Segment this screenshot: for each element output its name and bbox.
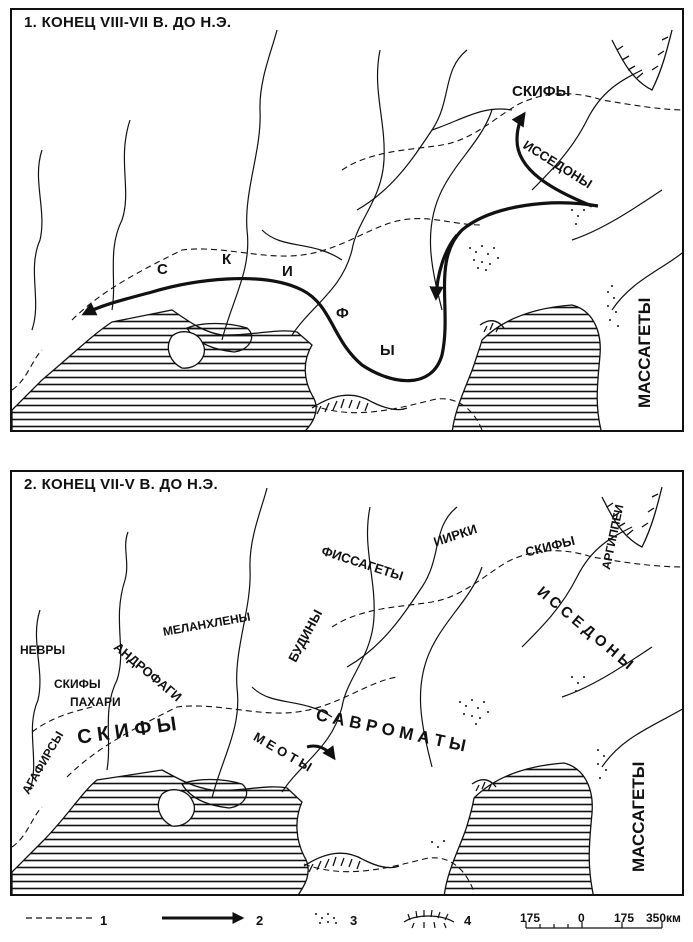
- boundaries-1: [12, 93, 682, 430]
- label-skify-west: СКИФЫ: [54, 677, 101, 691]
- crimea-1: [167, 331, 206, 369]
- legend-dots-icon: [315, 913, 337, 924]
- azov-sea-1: [186, 322, 253, 353]
- legend-item-migration: 2: [160, 906, 270, 932]
- label-y-1: Ы: [380, 342, 395, 359]
- migration-arrow-2: [306, 744, 336, 761]
- black-sea-2: [12, 769, 309, 894]
- arrow-west-1: [81, 201, 599, 383]
- map-1-title: 1. КОНЕЦ VIII-VII В. ДО Н.Э.: [20, 14, 236, 31]
- scale-label-2: 175: [614, 911, 635, 925]
- legend-arrow-icon: [162, 912, 245, 924]
- label-f-1: Ф: [336, 305, 349, 322]
- map-panel-1: 1. КОНЕЦ VIII-VII В. ДО Н.Э. СКИФЫ ИССЕД…: [10, 8, 684, 432]
- sands-2: [431, 676, 607, 848]
- legend-label-2: 2: [256, 913, 264, 928]
- map-2-title: 2. КОНЕЦ VII-V В. ДО Н.Э.: [20, 476, 222, 493]
- label-k-1: К: [222, 251, 232, 268]
- scale-label-3: 350км: [646, 911, 681, 925]
- scale-label-0: 175: [520, 911, 541, 925]
- boundaries-2: [12, 550, 682, 893]
- legend-label-3: 3: [350, 913, 358, 928]
- arrow-south-1: [429, 233, 459, 301]
- legend-item-sands: 3: [310, 906, 370, 932]
- caspian-sea-2: [443, 762, 594, 894]
- legend-item-boundary: 1: [24, 906, 108, 932]
- map-panel-2: 2. КОНЕЦ VII-V В. ДО Н.Э. АРГИППЕИ ИИРКИ…: [10, 470, 684, 896]
- scale-bar: 175 0 175 350км: [520, 906, 681, 932]
- label-nevry: НЕВРЫ: [20, 643, 66, 657]
- label-massagety-1: МАССАГЕТЫ: [635, 297, 654, 408]
- label-skify-east-1: СКИФЫ: [512, 83, 571, 100]
- migration-arrows-1: [81, 111, 599, 383]
- legend-dashed-line-icon: [26, 917, 92, 919]
- rivers-1: [31, 29, 682, 341]
- scale-bar-graphic: [525, 922, 663, 929]
- rivers-2: [29, 487, 682, 799]
- label-i-1: И: [282, 263, 293, 280]
- arrow-north-1: [511, 111, 593, 208]
- label-s-1: С: [157, 261, 168, 278]
- map-2-drawing: [12, 486, 682, 894]
- label-massagety-2: МАССАГЕТЫ: [629, 761, 648, 872]
- caspian-sea-1: [451, 304, 602, 430]
- legend-mountain-icon: [403, 909, 455, 929]
- black-sea-1: [12, 309, 317, 430]
- mountains-1: [311, 29, 673, 415]
- map-1-drawing: [12, 29, 682, 430]
- crimea-2: [157, 789, 196, 827]
- legend-item-mountains: 4: [400, 906, 480, 932]
- legend-label-4: 4: [464, 913, 472, 928]
- scale-label-1: 0: [578, 911, 585, 925]
- azov-sea-2: [181, 778, 248, 809]
- mountains-2: [303, 486, 663, 873]
- sands-1: [469, 209, 619, 327]
- legend: 1 2 3 4: [10, 902, 684, 936]
- label-pahari: ПАХАРИ: [70, 695, 121, 709]
- legend-label-1: 1: [100, 913, 108, 928]
